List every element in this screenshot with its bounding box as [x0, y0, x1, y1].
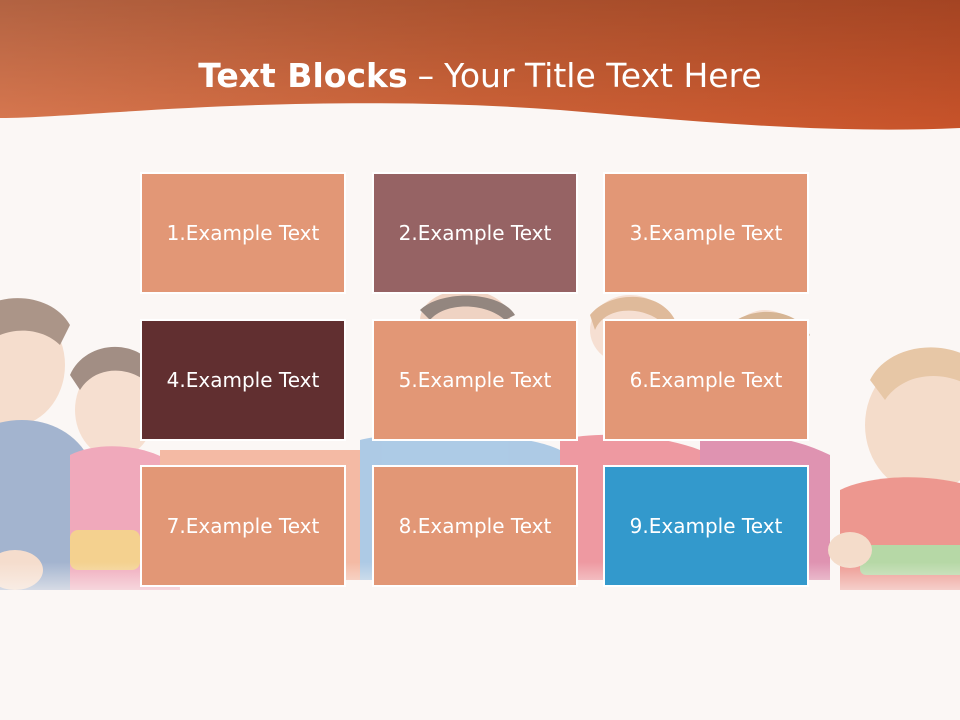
- slide-title: Text Blocks–Your Title Text Here: [0, 52, 960, 100]
- text-block-1[interactable]: 1.Example Text: [140, 172, 346, 294]
- text-block-3[interactable]: 3.Example Text: [603, 172, 809, 294]
- text-block-2[interactable]: 2.Example Text: [372, 172, 578, 294]
- text-block-9[interactable]: 9.Example Text: [603, 465, 809, 587]
- text-block-7[interactable]: 7.Example Text: [140, 465, 346, 587]
- header-wave-banner: [0, 0, 960, 130]
- title-separator: –: [417, 56, 435, 95]
- text-block-8[interactable]: 8.Example Text: [372, 465, 578, 587]
- title-rest-text: Your Title Text Here: [444, 56, 762, 95]
- title-bold-text: Text Blocks: [198, 56, 408, 95]
- text-block-4[interactable]: 4.Example Text: [140, 319, 346, 441]
- text-block-5[interactable]: 5.Example Text: [372, 319, 578, 441]
- text-block-6[interactable]: 6.Example Text: [603, 319, 809, 441]
